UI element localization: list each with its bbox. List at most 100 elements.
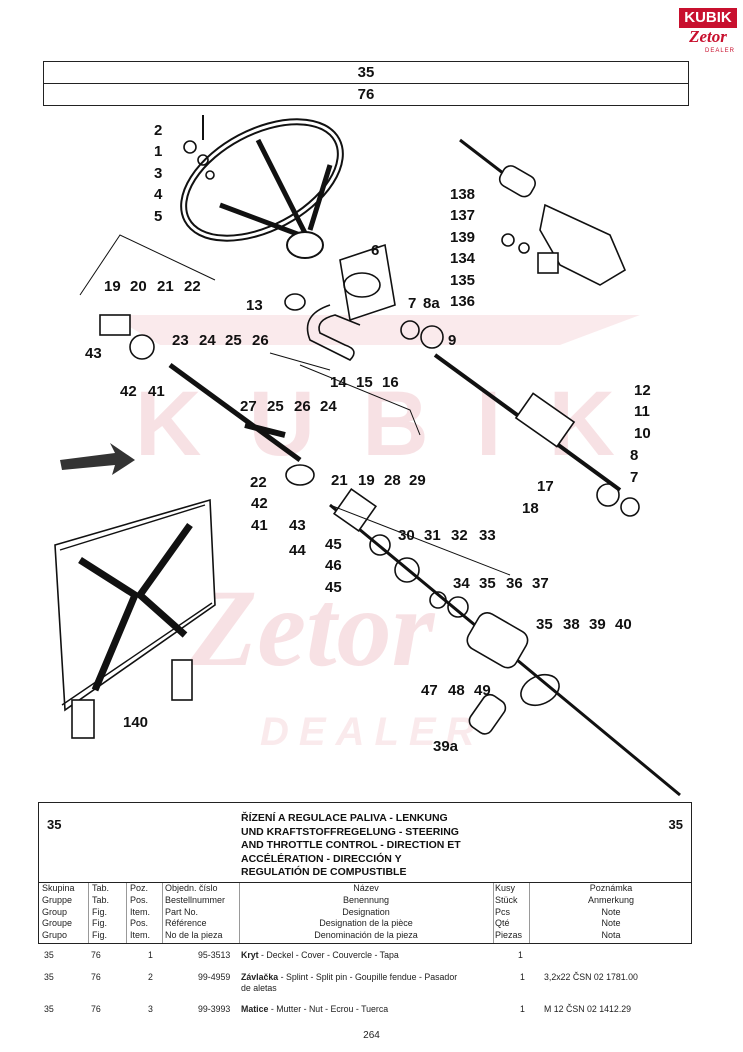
callout: 17: [537, 478, 554, 495]
column-header-designation: Název Benennung Designation Designation …: [239, 883, 493, 942]
col-label: Item.: [130, 930, 151, 941]
section-title-line: AND THROTTLE CONTROL - DIRECTION ET: [241, 839, 461, 851]
callout: 26: [252, 332, 269, 349]
designation-other: - Splint - Split pin - Goupille fendue -…: [278, 972, 458, 982]
callout: 23: [172, 332, 189, 349]
col-label: Pos.: [130, 918, 149, 929]
callout: 3: [154, 165, 162, 182]
callout: 21: [331, 472, 348, 489]
col-label: Note: [601, 906, 621, 917]
col-label: Fig.: [92, 906, 108, 917]
designation-other: - Mutter - Nut - Ecrou - Tuerca: [268, 1004, 389, 1014]
callout: 16: [382, 374, 399, 391]
callout: 5: [154, 208, 162, 225]
callout: 42: [120, 383, 137, 400]
callout: 19: [104, 278, 121, 295]
column-divider: [239, 883, 240, 943]
callout: 1: [154, 143, 162, 160]
col-label: Référence: [165, 918, 207, 929]
callout: 8a: [423, 295, 440, 312]
column-header-group: Skupina Gruppe Group Groupe Grupo: [42, 883, 75, 942]
col-label: Objedn. číslo: [165, 883, 218, 893]
logo-kubik-text: KUBIK: [679, 8, 737, 28]
row-position: 2: [148, 972, 153, 982]
callout: 40: [615, 616, 632, 633]
callout: 7: [408, 295, 416, 312]
callout: 2: [154, 122, 162, 139]
callout: 24: [199, 332, 216, 349]
callout: 43: [85, 345, 102, 362]
callout: 24: [320, 398, 337, 415]
callout: 42: [251, 495, 268, 512]
designation-czech: Matice: [241, 1004, 269, 1014]
callout: 48: [448, 682, 465, 699]
designation-other: - Deckel - Cover - Couvercle - Tapa: [258, 950, 399, 960]
callout: 44: [289, 542, 306, 559]
col-label: Bestellnummer: [165, 894, 226, 905]
designation-other: de aletas: [241, 983, 277, 993]
callout: 9: [448, 332, 456, 349]
callout: 11: [634, 403, 650, 420]
callout: 43: [289, 517, 306, 534]
kubik-zetor-logo: KUBIK Zetor DEALER: [679, 8, 737, 60]
col-label: Grupo: [42, 930, 68, 941]
row-note: M 12 ČSN 02 1412.29: [544, 1004, 632, 1014]
section-number-right: 35: [668, 817, 683, 832]
row-group: 35: [44, 950, 54, 960]
designation-czech: Závlačka: [241, 972, 279, 982]
col-label: Part No.: [165, 906, 199, 917]
callout: 26: [294, 398, 311, 415]
callout: 30: [398, 527, 415, 544]
page-number: 264: [363, 1030, 380, 1041]
callout: 49: [474, 682, 491, 699]
row-position: 1: [148, 950, 153, 960]
callout: 34: [453, 575, 470, 592]
group-table-header: 35 76: [43, 61, 689, 106]
section-title: ŘÍZENÍ A REGULACE PALIVA - LENKUNG UND K…: [241, 812, 501, 880]
column-header-position: Poz. Pos. Item. Pos. Item.: [130, 883, 150, 942]
callout: 35: [536, 616, 553, 633]
group-number: 35: [357, 64, 375, 81]
col-label: Benennung: [342, 894, 390, 905]
callout: 12: [634, 382, 651, 399]
col-label: Designation de la pièce: [319, 918, 413, 929]
callout: 22: [250, 474, 267, 491]
section-title-line: ŘÍZENÍ A REGULACE PALIVA - LENKUNG: [241, 812, 448, 824]
callout: 28: [384, 472, 401, 489]
callout: 39a: [433, 738, 459, 755]
callout: 134: [450, 250, 476, 267]
callout: 137: [450, 207, 475, 224]
col-label: Qté: [495, 918, 510, 929]
row-quantity: 1: [520, 972, 525, 982]
col-label: Gruppe: [42, 894, 73, 905]
row-designation: Závlačka - Splint - Split pin - Goupille…: [241, 972, 501, 994]
col-label: Anmerkung: [587, 894, 635, 905]
callout: 14: [330, 374, 347, 391]
column-divider: [126, 883, 127, 943]
callout: 20: [130, 278, 147, 295]
row-part-number: 99-4959: [198, 972, 231, 982]
section-number-left: 35: [47, 817, 62, 832]
callout: 136: [450, 293, 475, 310]
row-note: 3,2x22 ČSN 02 1781.00: [544, 972, 638, 982]
column-divider: [162, 883, 163, 943]
col-label: Skupina: [42, 883, 75, 893]
steering-wheel: [180, 118, 344, 259]
col-label: Piezas: [495, 930, 523, 941]
column-divider: [88, 883, 89, 943]
callout: 22: [184, 278, 201, 295]
callout: 139: [450, 229, 475, 246]
callout: 32: [451, 527, 468, 544]
column-divider: [493, 883, 494, 943]
logo-dealer-text: DEALER: [704, 48, 735, 54]
col-label: Poznámka: [589, 883, 633, 893]
col-label: Kusy: [495, 883, 516, 893]
callout: 21: [157, 278, 174, 295]
col-label: Item.: [130, 906, 151, 917]
row-position: 3: [148, 1004, 153, 1014]
callout: 140: [123, 714, 148, 731]
exploded-parts-diagram: KUBIK Zetor DEALER: [54, 115, 681, 797]
callout: 41: [148, 383, 165, 400]
row-designation: Kryt - Deckel - Cover - Couvercle - Tapa: [241, 950, 399, 961]
column-header-part-number: Objedn. číslo Bestellnummer Part No. Réf…: [165, 883, 225, 942]
